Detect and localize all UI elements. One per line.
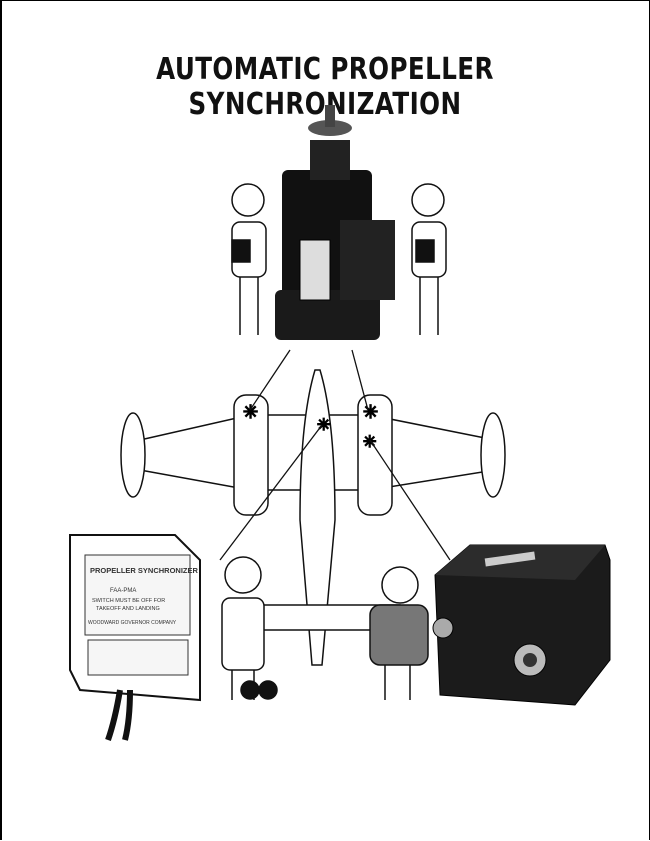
plate-warning-1: SWITCH MUST BE OFF FOR <box>92 598 165 604</box>
propeller-synchronizer-unit: PROPELLER SYNCHRONIZER FAA-PMA SWITCH MU… <box>69 534 201 741</box>
star-icon: ✳ <box>363 402 378 423</box>
actuator-knob <box>325 105 335 127</box>
pilot-figures <box>221 183 447 700</box>
actuator-side-block <box>340 220 395 300</box>
connector-icon <box>432 617 454 639</box>
sensor-star-icons: ✳ ✳ ✳ ✳ <box>242 401 379 452</box>
pilot-figure-left <box>231 183 267 335</box>
star-icon: ✳ <box>317 415 330 434</box>
star-icon: ✳ <box>363 432 376 451</box>
plate-name: PROPELLER SYNCHRONIZER <box>90 566 199 575</box>
plate-warning-2: TAKEOFF AND LANDING <box>96 606 160 612</box>
leader-line <box>249 349 291 411</box>
left-wingtip <box>120 412 146 498</box>
right-engine-nacelle <box>357 394 393 516</box>
pilot-figure-right <box>411 183 447 335</box>
plate-maker: WOODWARD GOVERNOR COMPANY <box>88 620 177 626</box>
star-icon: ✳ <box>243 402 258 423</box>
headphones-icon <box>240 680 260 700</box>
connector-pin-icon <box>523 653 537 667</box>
actuator-base <box>275 290 380 340</box>
synchronizer-nameplate <box>84 554 191 636</box>
mechanic-figure <box>369 566 429 700</box>
leader-lines <box>219 349 451 561</box>
fuselage <box>299 369 336 666</box>
actuator-unit-illustration <box>275 105 395 340</box>
actuator-cap <box>308 120 352 136</box>
synchronizer-lower-plate <box>87 639 189 676</box>
left-engine-nacelle <box>233 394 269 516</box>
technician-figure <box>221 556 278 700</box>
page-title: AUTOMATIC PROPELLER SYNCHRONIZATION <box>156 52 494 122</box>
actuator-shaft <box>299 239 331 301</box>
control-box-label-plate <box>484 551 536 567</box>
plate-approval: FAA-PMA <box>110 588 136 594</box>
leader-line <box>351 349 369 411</box>
leader-line <box>369 439 451 561</box>
right-wingtip <box>480 412 506 498</box>
actuator-neck <box>310 140 350 180</box>
leader-line <box>219 424 323 561</box>
headphones-icon <box>258 680 278 700</box>
synchronizer-cable <box>105 689 133 741</box>
airplane-illustration <box>120 369 506 666</box>
control-box-illustration <box>432 544 611 706</box>
control-box-top <box>435 545 605 580</box>
